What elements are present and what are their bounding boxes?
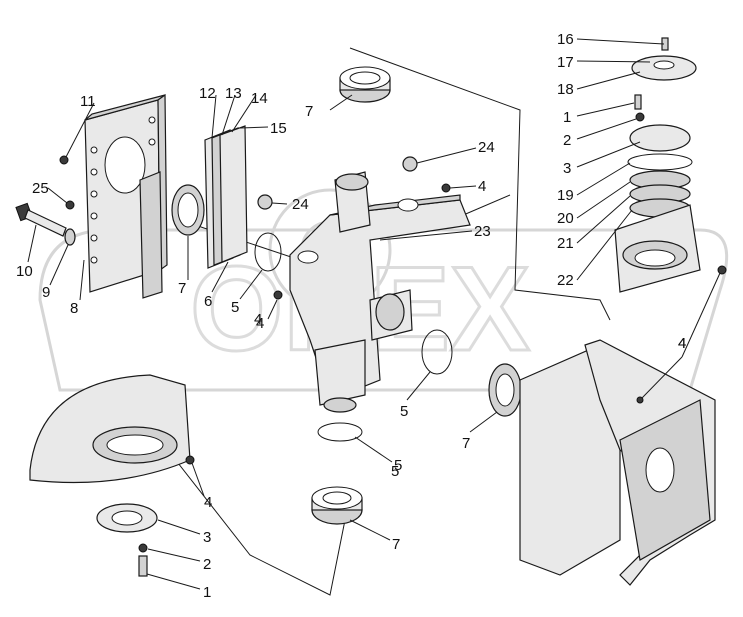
callout-label: 7 bbox=[462, 435, 470, 452]
callout-label: 8 bbox=[70, 300, 78, 317]
callout-label: 11 bbox=[80, 93, 96, 110]
bolt-part bbox=[138, 555, 148, 577]
callout-label: 20 bbox=[557, 210, 574, 227]
nut-part bbox=[59, 155, 69, 165]
callout-label: 7 bbox=[178, 280, 186, 297]
nut-part bbox=[185, 455, 195, 465]
callout-label: 17 bbox=[557, 54, 574, 71]
callout-label: 4 bbox=[678, 335, 686, 352]
callout-label: 1 bbox=[563, 109, 571, 126]
callout-label: 13 bbox=[225, 85, 242, 102]
callout-label: 7 bbox=[392, 536, 400, 553]
callout-label: 24 bbox=[478, 139, 495, 156]
callout-label: 18 bbox=[557, 81, 574, 98]
callout-label: 4 bbox=[256, 315, 264, 332]
callout-label: 15 bbox=[270, 120, 287, 137]
callout-label: 4 bbox=[478, 178, 486, 195]
oil-seal-part bbox=[488, 363, 522, 417]
callout-label: 5 bbox=[231, 299, 239, 316]
shim-stack-part bbox=[139, 125, 248, 299]
callout-label: 22 bbox=[557, 272, 574, 289]
callout-label: 5 bbox=[400, 403, 408, 420]
leader-lines bbox=[27, 38, 721, 590]
callout-label: 19 bbox=[557, 187, 574, 204]
nut-part bbox=[65, 200, 75, 210]
callout-label: 24 bbox=[292, 196, 309, 213]
callout-label: 4 bbox=[678, 335, 686, 352]
callout-label: 4 bbox=[254, 311, 262, 328]
nut-part bbox=[257, 194, 273, 210]
bearing-cap-part bbox=[96, 503, 158, 533]
callout-label: 23 bbox=[474, 223, 491, 240]
lower-cover-part bbox=[29, 374, 191, 484]
callout-label: 1 bbox=[203, 584, 211, 601]
callout-label: 14 bbox=[251, 90, 268, 107]
callout-label: 7 bbox=[305, 103, 313, 120]
nut-part bbox=[273, 290, 283, 300]
callout-label: 25 bbox=[32, 180, 49, 197]
callout-label: 9 bbox=[42, 284, 50, 301]
o-ring-part bbox=[421, 329, 453, 375]
steering-knuckle-part bbox=[289, 171, 471, 413]
callout-label: 2 bbox=[563, 132, 571, 149]
callout-label: 21 bbox=[557, 235, 574, 252]
oil-seal-part bbox=[171, 184, 205, 236]
callout-label: 2 bbox=[203, 556, 211, 573]
nut-part bbox=[402, 156, 418, 172]
callout-label: 4 bbox=[204, 494, 212, 511]
bolt-part bbox=[15, 202, 67, 237]
o-ring-part bbox=[317, 422, 363, 442]
callout-label: 5 bbox=[391, 463, 399, 480]
nut-part bbox=[441, 183, 451, 193]
callout-label: 10 bbox=[16, 263, 33, 280]
top-cap-stack-part bbox=[614, 37, 727, 293]
callout-label: 6 bbox=[204, 293, 212, 310]
top-seal-part bbox=[339, 66, 391, 103]
oil-seal-part bbox=[311, 486, 363, 525]
o-ring-part bbox=[254, 232, 282, 272]
callout-label: 5 bbox=[394, 457, 402, 474]
callout-label: 12 bbox=[199, 85, 216, 102]
washer-part bbox=[64, 228, 76, 246]
washer-part bbox=[138, 543, 148, 553]
callout-label: 16 bbox=[557, 31, 574, 48]
axle-housing-part bbox=[519, 339, 716, 586]
callout-labels: 16 17 18 1 2 3 19 20 21 22 11 12 13 14 1… bbox=[16, 31, 686, 601]
callout-label: 3 bbox=[563, 160, 571, 177]
callout-label: 3 bbox=[203, 529, 211, 546]
